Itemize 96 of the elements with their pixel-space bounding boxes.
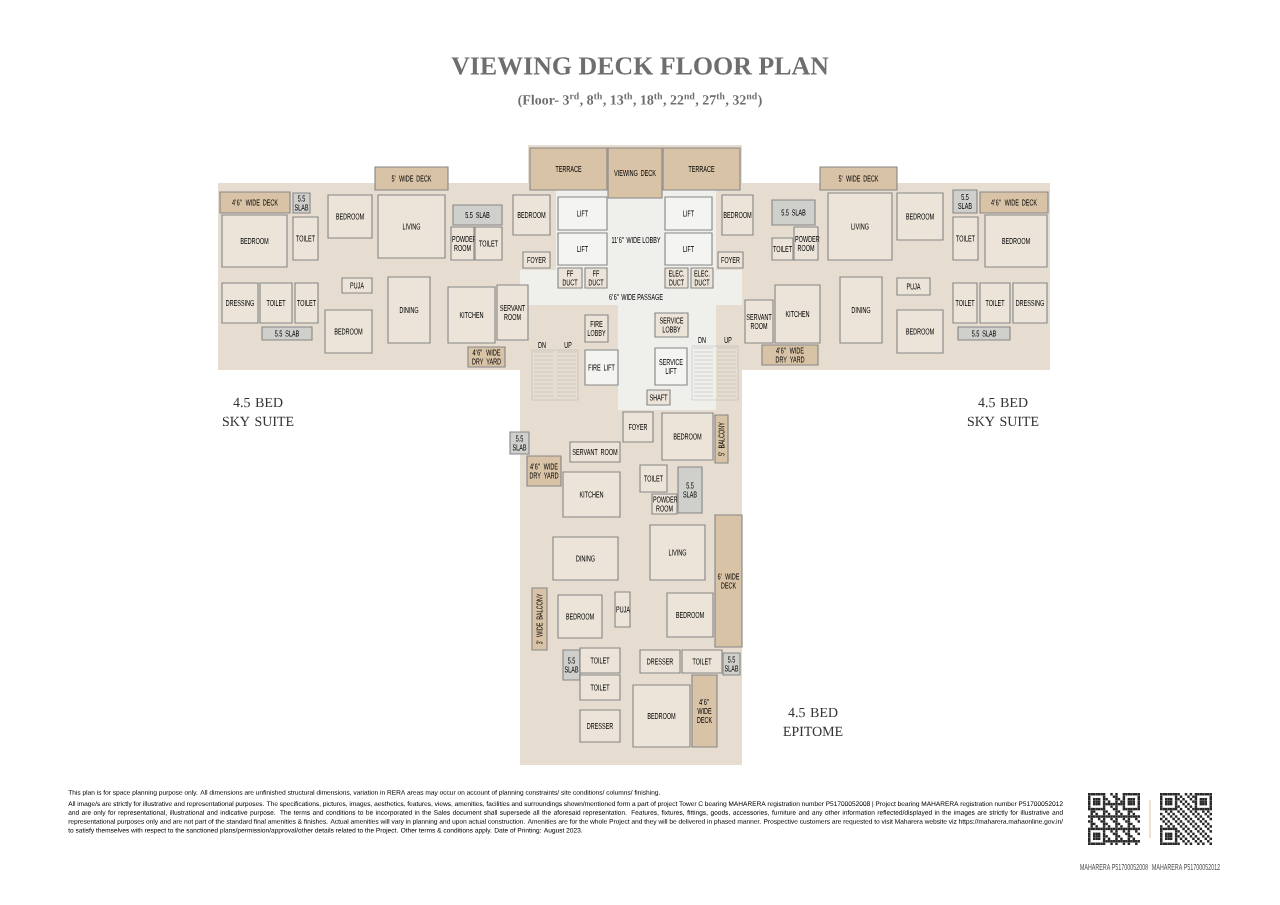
area-label: 11'6" WIDE LOBBY [611,236,661,244]
lift-shaft: LIFT [664,196,713,231]
slab: 5.5 SLAB [952,189,978,214]
slab: 5.5 SLAB [509,431,530,455]
slab: 5.5 SLAB [722,652,741,676]
room: LIVING [649,524,706,581]
room: BEDROOM [632,684,691,748]
room: TOILET [979,282,1011,324]
room: TOILET [771,237,794,261]
deck: 5' BALCONY [714,414,729,464]
room: TOILET [474,226,503,261]
lift-shaft: LIFT [557,232,608,266]
room: KITCHEN [562,471,621,518]
deck: 4'6" WIDE DECK [979,191,1049,214]
room: FF DUCT [557,267,583,289]
room: TOILET [579,647,621,674]
slab: 5.5 SLAB [261,326,313,341]
room: SERVICE LOBBY [654,312,689,338]
room: DRESSER [579,709,621,743]
room: ELEC. DUCT [664,267,689,289]
room: BEDROOM [666,592,714,638]
slab: 5.5 SLAB [957,326,1011,341]
area-label: 6'6" WIDE PASSAGE [609,293,663,301]
room: BEDROOM [661,412,714,461]
deck: 4'6" WIDE DRY YARD [467,346,506,368]
room: FOYER [622,411,654,443]
lift-shaft: LIFT [664,232,713,266]
room: BEDROOM [557,594,603,639]
stair-label: UP [724,337,732,343]
lift-shaft: SERVICE LIFT [654,347,688,386]
room: LIVING [827,192,893,261]
room: DRESSER [639,649,681,674]
room: PUJA [341,277,373,294]
room: BEDROOM [896,309,944,354]
room: SHAFT [646,389,671,406]
stair-label: UP [564,342,572,348]
room: BEDROOM [327,194,373,239]
slab: 5.5 SLAB [771,199,816,226]
room: SERVANT ROOM [744,299,774,344]
room: PUJA [614,591,631,628]
room: BEDROOM [896,192,944,241]
unit-label: 4.5 BED EPITOME [783,707,843,737]
slab: 5.5 SLAB [292,192,311,214]
room: FF DUCT [584,267,608,289]
deck: 5' WIDE DECK [374,166,449,191]
deck: 4'6" WIDE DECK [219,191,291,214]
room: TOILET [681,649,723,674]
deck: VIEWING DECK [607,147,663,199]
deck: 4'6" WIDE DECK [691,674,718,748]
unit-label: 4.5 BED SKY SUITE [222,397,294,427]
room: PUJA [896,277,931,296]
subtitle: (Floor- 3$^{rd}$, 8$^{th}$, 13$^{th}$, 18$^{th}$, 22$^{nd}$, 27$^{th}$, 32$^{nd}$) [518,92,762,108]
deck: 5' WIDE DECK [819,166,898,191]
room: TOILET [292,216,319,261]
lift-shaft: LIFT [557,196,608,231]
room: DRESSING [221,282,259,324]
room: BEDROOM [984,214,1048,268]
room: FIRE LOBBY [584,314,609,343]
room: LIVING [377,194,446,259]
slab: 5.5 SLAB [677,466,703,514]
room: TOILET [579,674,621,701]
room: TOILET [952,216,979,261]
slab: 5.5 SLAB [452,204,503,226]
room: KITCHEN [447,286,496,344]
room: TOILET [259,282,293,324]
room: DINING [552,536,619,581]
deck: 3' WIDE BALCONY [531,587,548,651]
room: POWDER ROOM [793,226,820,261]
room: DRESSING [1012,282,1048,324]
room: POWDER ROOM [651,493,678,515]
deck: TERRACE [662,147,741,191]
deck: 4'6" WIDE DRY YARD [761,344,819,366]
room: BEDROOM [512,194,551,236]
room: ELEC. DUCT [690,267,714,289]
qr-caption: MAHARERA P51700052012 [1152,864,1220,870]
stair-label: DN [538,342,546,348]
room: FOYER [717,251,744,269]
room: TOILET [639,464,668,493]
title: VIEWING DECK FLOOR PLAN [451,57,829,75]
qr-caption: MAHARERA P51700052008 [1080,864,1148,870]
room: TOILET [294,282,319,324]
stair-label: DN [698,337,706,343]
room: BEDROOM [721,194,754,236]
room: TOILET [952,282,978,324]
unit-label: 4.5 BED SKY SUITE [967,397,1039,427]
room: FOYER [522,251,551,269]
deck: 6' WIDE DECK [714,514,743,648]
lift-shaft: FIRE LIFT [584,349,619,386]
room: SERVANT ROOM [496,284,529,341]
deck: 4'6" WIDE DRY YARD [526,455,562,487]
room: BEDROOM [221,214,288,268]
room: SERVANT ROOM [569,441,621,463]
room: DINING [387,276,431,344]
deck: TERRACE [529,147,608,191]
room: BEDROOM [324,309,373,354]
room: DINING [839,276,883,344]
